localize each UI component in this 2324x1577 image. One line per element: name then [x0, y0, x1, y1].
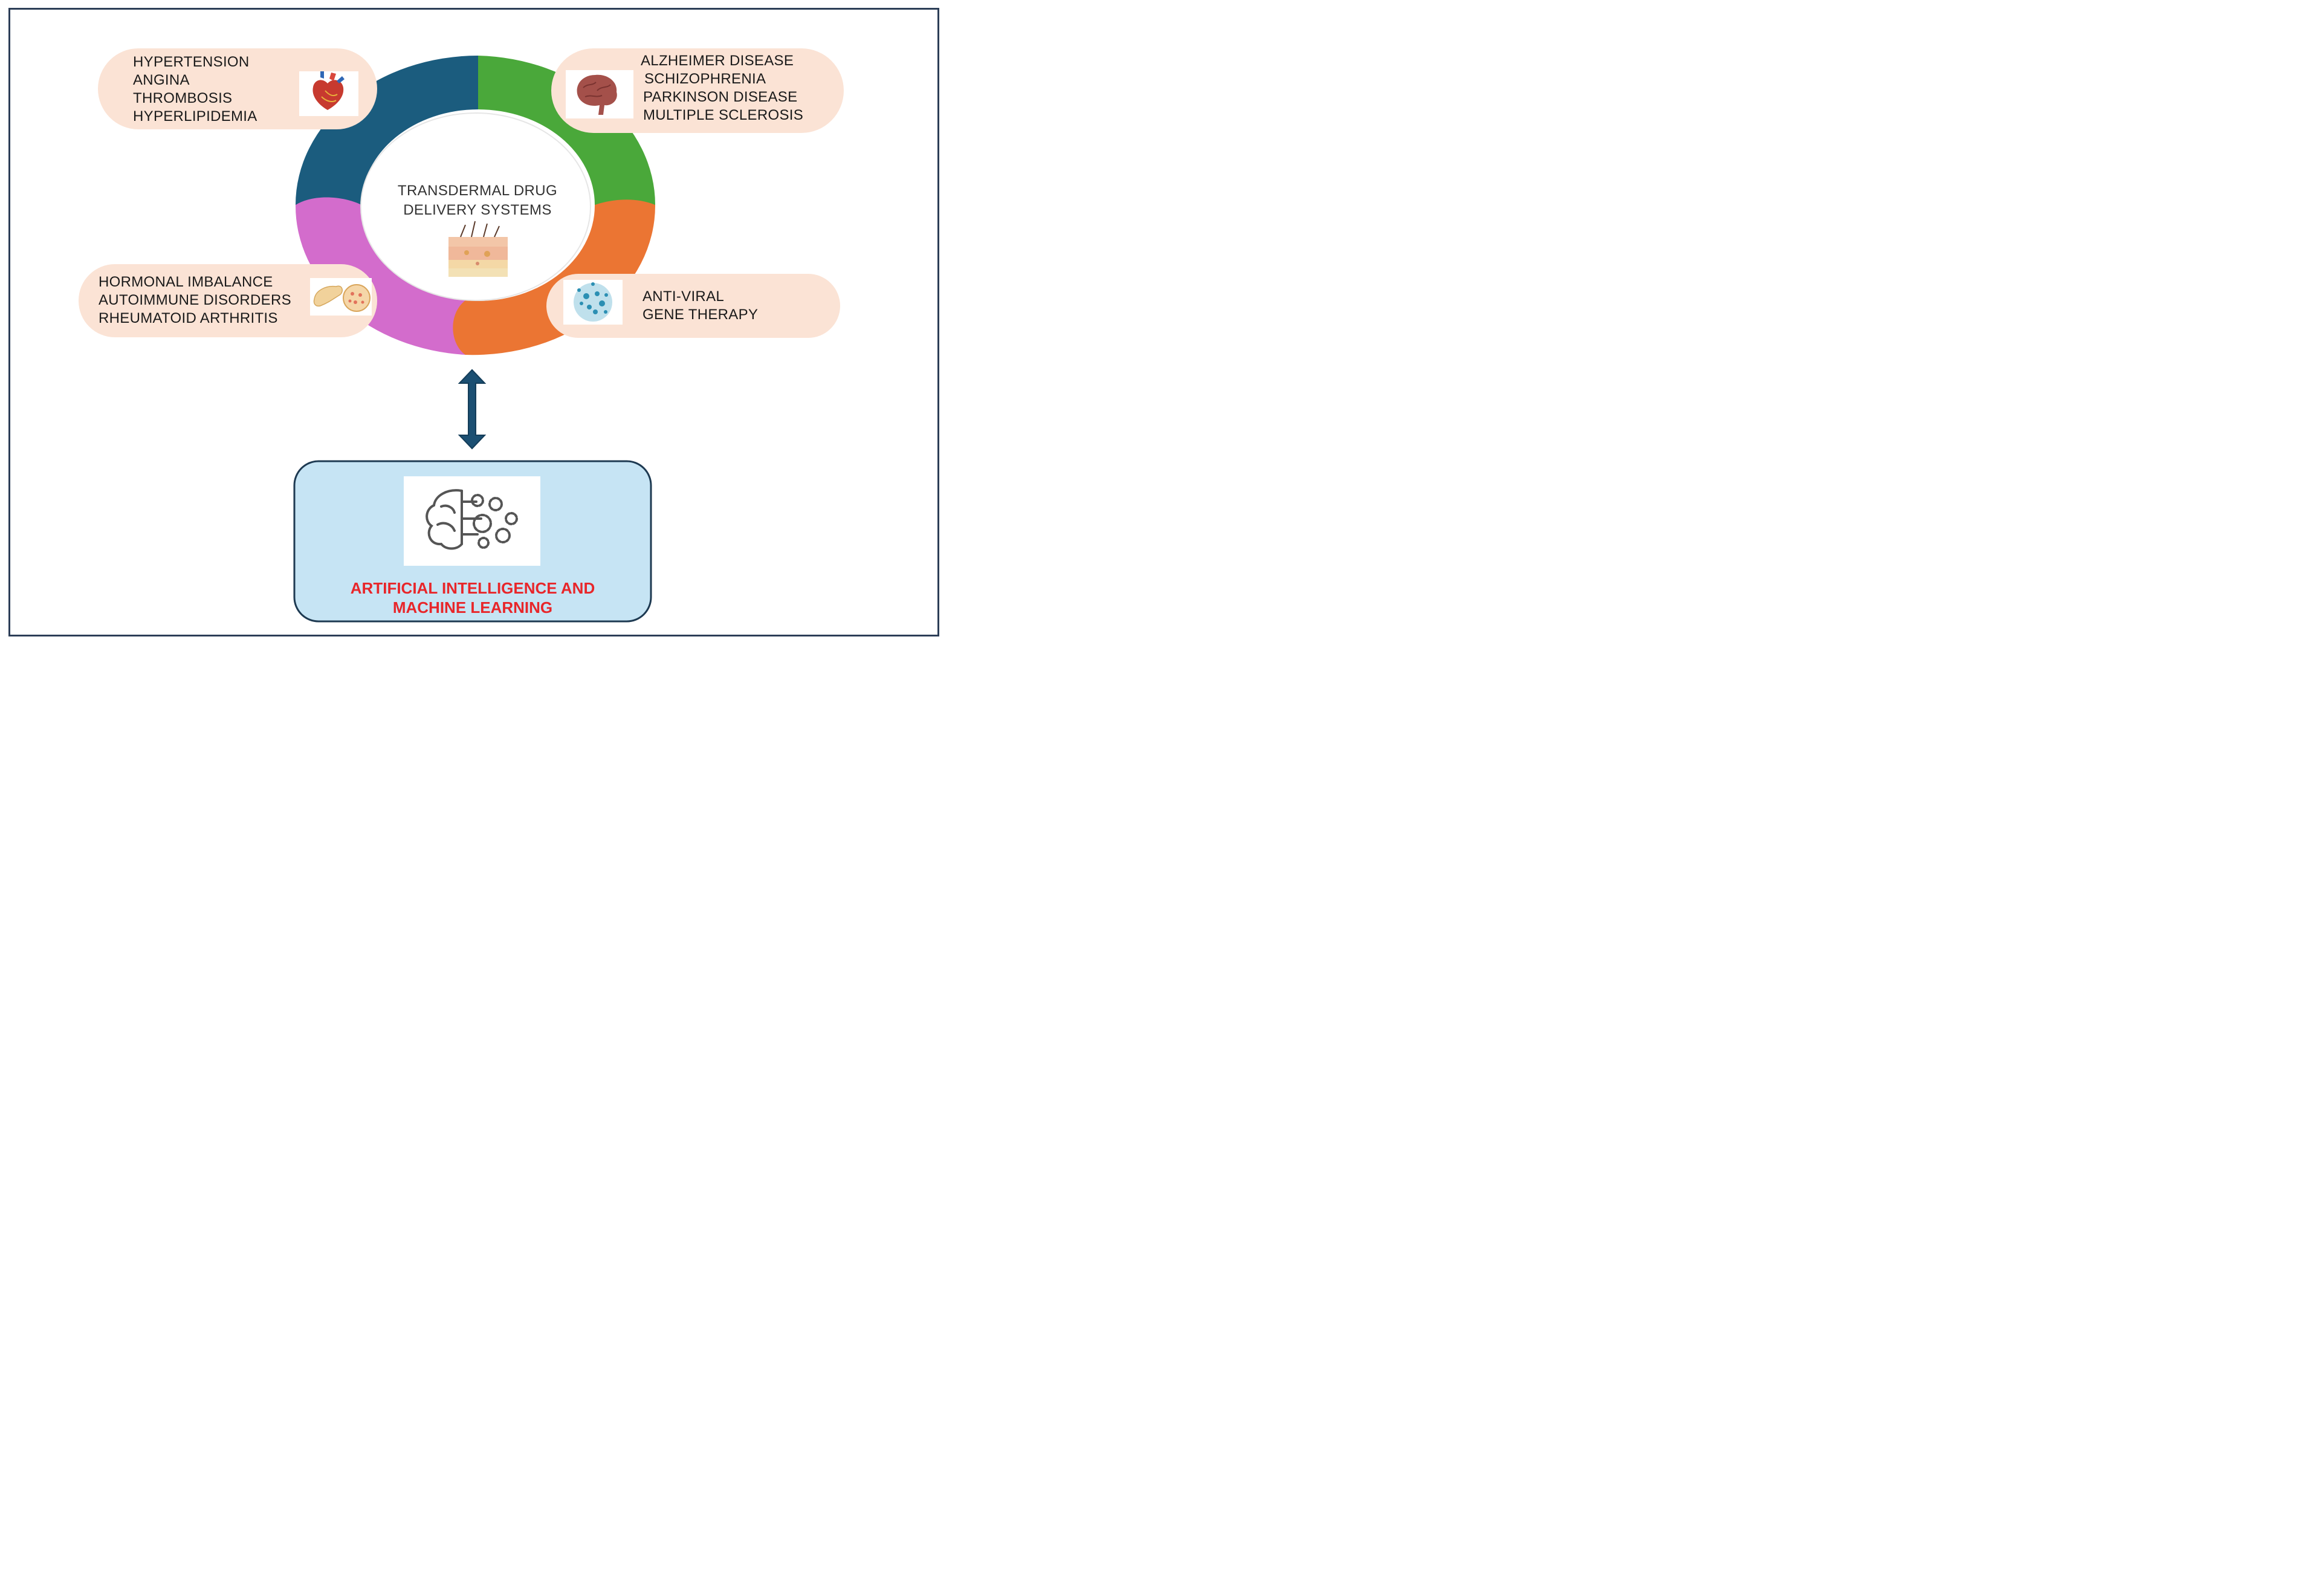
- brain-gears-icon: [426, 489, 518, 550]
- hormonal-list: HORMONAL IMBALANCE AUTOIMMUNE DISORDERS …: [99, 273, 291, 328]
- center-title-line2: DELIVERY SYSTEMS: [403, 202, 552, 218]
- list-item: AUTOIMMUNE DISORDERS: [99, 292, 291, 308]
- neurological-list: ALZHEIMER DISEASE SCHIZOPHRENIA PARKINSO…: [641, 52, 803, 125]
- ring-overlap-orange: [453, 300, 465, 355]
- center-circle: [360, 112, 591, 301]
- list-item: GENE THERAPY: [642, 306, 759, 323]
- ring-segment-neurological: [478, 56, 655, 205]
- list-item: HYPERTENSION: [133, 54, 250, 70]
- cardiovascular-list: HYPERTENSION ANGINA THROMBOSIS HYPERLIPI…: [133, 53, 257, 126]
- ring-overlap-green: [478, 56, 497, 109]
- list-item: ALZHEIMER DISEASE: [641, 53, 794, 69]
- ring-overlap-pink: [296, 197, 361, 205]
- virus-icon: [563, 280, 623, 325]
- pill-hormonal: [79, 264, 377, 337]
- diagram-canvas: [79, 48, 844, 623]
- ring-overlap-orange-right: [595, 199, 655, 205]
- center-title: TRANSDERMAL DRUG DELIVERY SYSTEMS: [375, 181, 580, 220]
- center-title-line1: TRANSDERMAL DRUG: [397, 183, 558, 199]
- ring-segment-cardiovascular: [296, 56, 478, 205]
- list-item: HORMONAL IMBALANCE: [99, 274, 273, 290]
- list-item: RHEUMATOID ARTHRITIS: [99, 310, 278, 326]
- ai-label: ARTIFICIAL INTELLIGENCE AND MACHINE LEAR…: [294, 578, 651, 617]
- ai-icon-panel: [404, 476, 540, 566]
- pancreas-cell-icon: [310, 278, 372, 316]
- skin-layers-icon: [448, 221, 508, 277]
- list-item: MULTIPLE SCLEROSIS: [643, 107, 804, 123]
- list-item: ANGINA: [133, 72, 190, 88]
- list-item: SCHIZOPHRENIA: [644, 71, 766, 87]
- list-item: ANTI-VIRAL: [642, 288, 725, 305]
- ring-segment-hormonal: [295, 205, 465, 355]
- list-item: PARKINSON DISEASE: [643, 89, 798, 105]
- heart-icon: [299, 71, 358, 116]
- list-item: THROMBOSIS: [133, 90, 233, 106]
- ai-label-line1: ARTIFICIAL INTELLIGENCE AND: [350, 579, 595, 597]
- double-arrow-icon: [458, 369, 487, 450]
- list-item: HYPERLIPIDEMIA: [133, 108, 257, 125]
- ai-label-line2: MACHINE LEARNING: [392, 598, 553, 617]
- antiviral-list: ANTI-VIRAL GENE THERAPY: [642, 288, 758, 324]
- brain-icon: [566, 70, 633, 118]
